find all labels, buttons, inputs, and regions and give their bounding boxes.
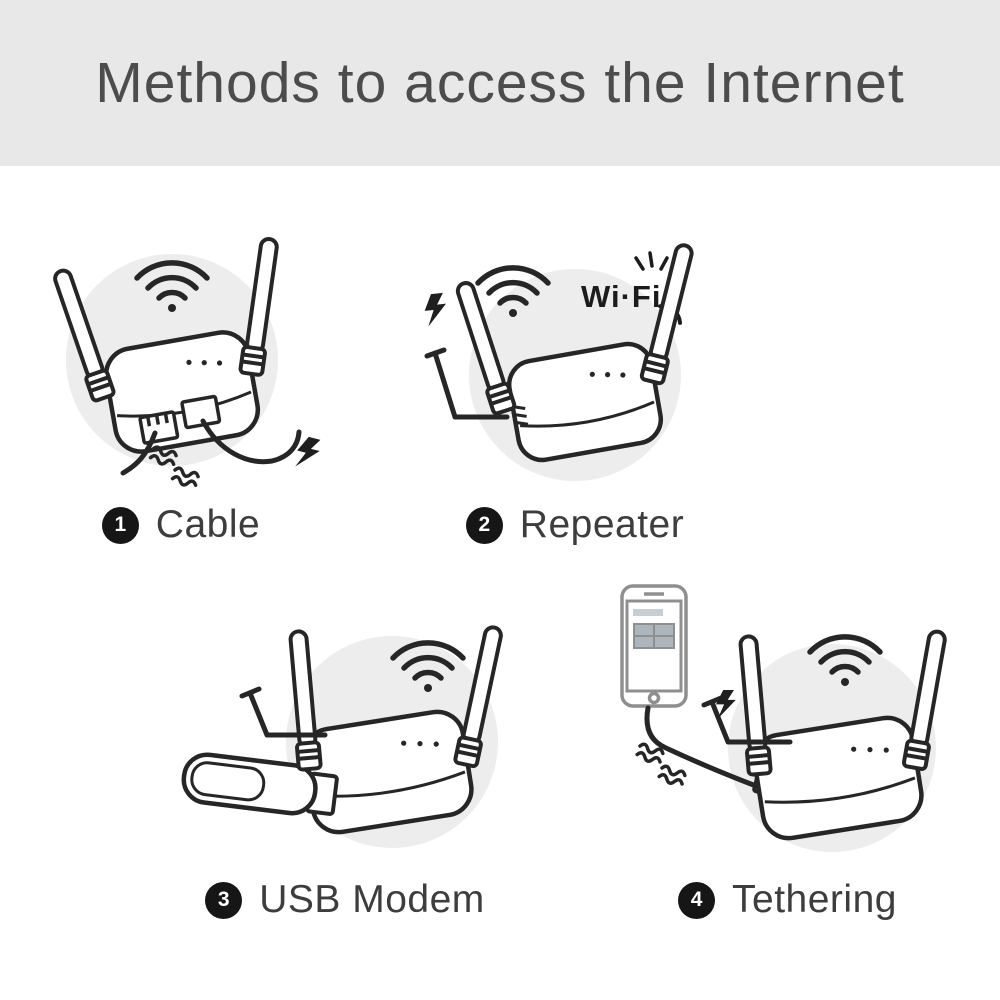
lightning-bolt-icon	[424, 292, 447, 327]
router-device	[53, 237, 279, 454]
router-leds	[851, 746, 889, 753]
right-antenna	[238, 237, 279, 377]
wifi-signal-icon	[475, 265, 551, 317]
router-leds	[186, 359, 223, 366]
left-antenna	[53, 268, 116, 403]
lightning-bolt-icon	[716, 690, 736, 719]
smartphone-illustration	[620, 584, 688, 708]
method-label-cable: 1 Cable	[26, 502, 336, 548]
method-number-badge: 4	[678, 881, 716, 919]
power-wire	[701, 695, 793, 745]
method-number-badge: 1	[101, 506, 139, 544]
right-antenna	[453, 625, 503, 769]
usb-modem-illustration	[181, 625, 503, 848]
method-label: Repeater	[519, 503, 685, 546]
wifi-logo-text: Wi·Fi	[581, 279, 661, 314]
wave-marks	[635, 742, 687, 786]
wifi-signal-icon	[807, 634, 883, 686]
method-number-badge: 3	[205, 881, 243, 919]
method-label: Tethering	[732, 878, 897, 921]
repeater-illustration: Wi·Fi	[424, 243, 694, 481]
page-title: Methods to access the Internet	[95, 51, 905, 115]
tether-cable	[644, 705, 759, 789]
router-device	[181, 625, 503, 835]
router-leds	[589, 371, 626, 378]
phone-screen-table	[633, 623, 675, 649]
phone-home-button	[647, 691, 661, 705]
router-body	[103, 330, 261, 454]
right-antenna	[639, 243, 694, 386]
left-antenna	[738, 634, 773, 777]
method-number-badge: 2	[465, 506, 503, 544]
lightning-bolt-icon	[295, 436, 321, 467]
method-label: USB Modem	[259, 878, 485, 921]
wave-marks	[148, 445, 200, 488]
power-wire	[239, 686, 328, 738]
router-leds	[401, 740, 439, 747]
router-body	[506, 341, 664, 463]
wifi-logo-rays	[634, 251, 669, 271]
ethernet-cable	[120, 430, 158, 476]
wifi-signal-icon	[134, 260, 210, 312]
method-label-tethering: 4 Tethering	[595, 877, 980, 923]
left-antenna	[455, 281, 517, 416]
ethernet-ports	[138, 394, 222, 445]
router-device	[455, 243, 694, 463]
router-body	[752, 715, 924, 841]
left-antenna	[288, 629, 323, 772]
method-label-usb-modem: 3 USB Modem	[155, 877, 535, 923]
method-label: Cable	[155, 503, 261, 546]
tethering-illustration	[620, 584, 947, 852]
usb-dongle	[181, 752, 339, 816]
power-wire	[424, 347, 510, 420]
cable-illustration	[53, 237, 321, 488]
usb-power-cable	[200, 418, 302, 465]
right-antenna	[901, 629, 947, 771]
header-banner: Methods to access the Internet	[0, 0, 1000, 166]
router-body	[302, 709, 474, 835]
router-device	[738, 629, 947, 841]
wifi-signal-icon	[390, 640, 466, 692]
method-label-repeater: 2 Repeater	[405, 502, 745, 548]
